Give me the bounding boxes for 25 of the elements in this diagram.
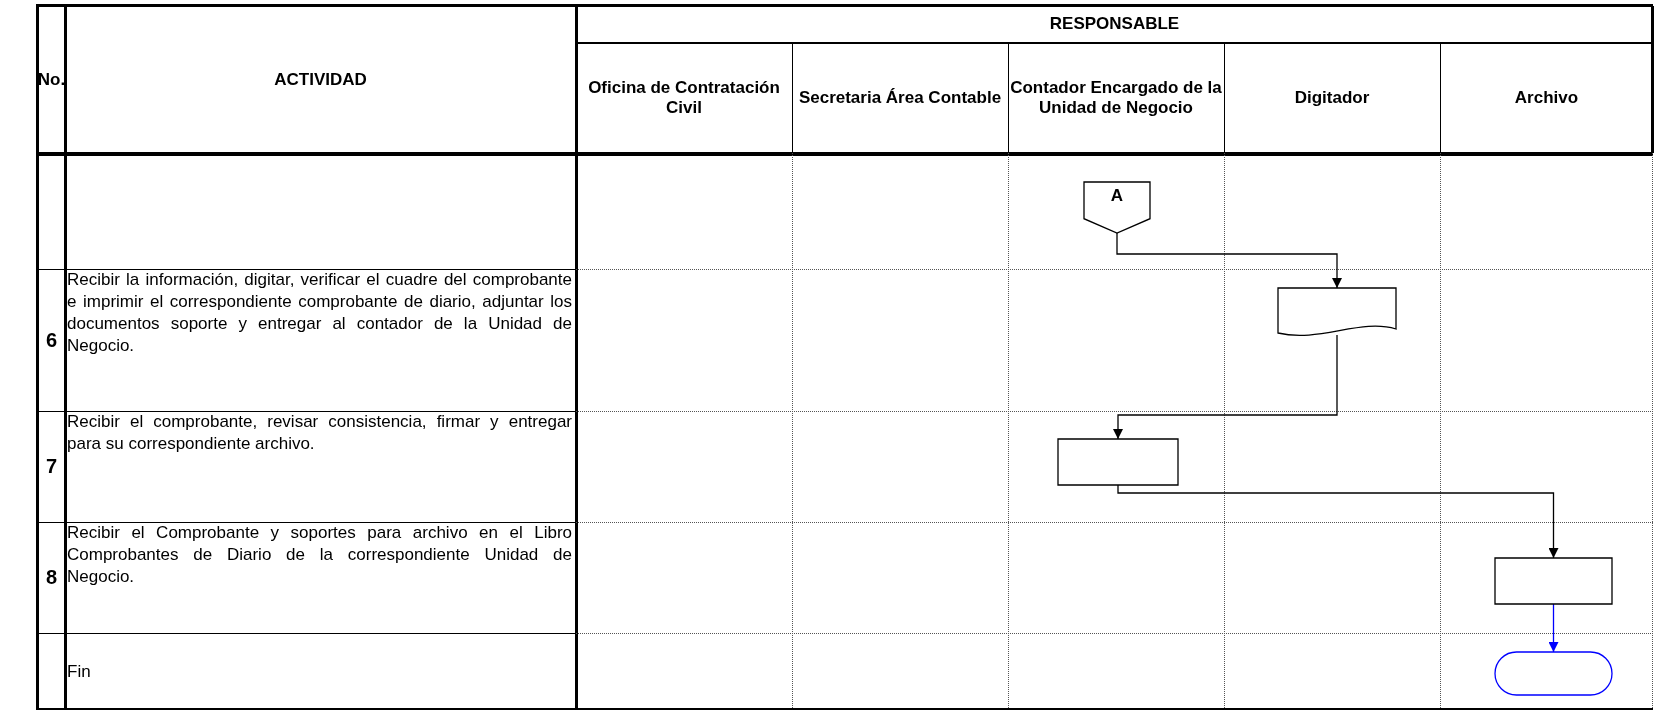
activity-text: Fin: [67, 660, 92, 683]
row-number: 7: [45, 455, 58, 478]
terminator-shape: [1495, 652, 1612, 695]
off-page-connector: [1084, 182, 1150, 233]
column-header: RESPONSABLE: [1049, 14, 1180, 34]
activity-text: Recibir el Comprobante y soportes para archivo en el Libro Comprobantes de Diario de la correspondiente Unidad de Negocio.: [67, 522, 572, 588]
arrow: [1117, 484, 1559, 559]
process-box: [1058, 439, 1178, 485]
lane-header: Digitador: [1294, 87, 1370, 108]
lane-header: Secretaria Área Contable: [798, 87, 1002, 108]
connector-letter: A: [1109, 186, 1125, 206]
process-box: [1495, 558, 1612, 604]
arrow: [1113, 334, 1338, 440]
lane-header: Contador Encargado de la Unidad de Negocio: [1009, 77, 1223, 118]
activity-text: Recibir el comprobante, revisar consistencia, firmar y entregar para su correspondiente archivo.: [67, 411, 572, 455]
column-header: No.: [37, 69, 66, 90]
arrow: [1548, 603, 1559, 653]
activity-text: Recibir la información, digitar, verificar el cuadre del comprobante e imprimir el correspondiente comprobante de diario, adjuntar los documentos soporte y entregar al contador de la Unidad de Negocio.: [67, 269, 572, 357]
arrow: [1116, 232, 1342, 289]
lane-header: Archivo: [1514, 87, 1579, 108]
lane-header: Oficina de Contratación Civil: [587, 77, 781, 118]
row-number: 6: [45, 328, 58, 352]
row-number: 8: [45, 566, 58, 589]
document-shape: [1278, 288, 1396, 338]
column-header: ACTIVIDAD: [274, 69, 367, 90]
